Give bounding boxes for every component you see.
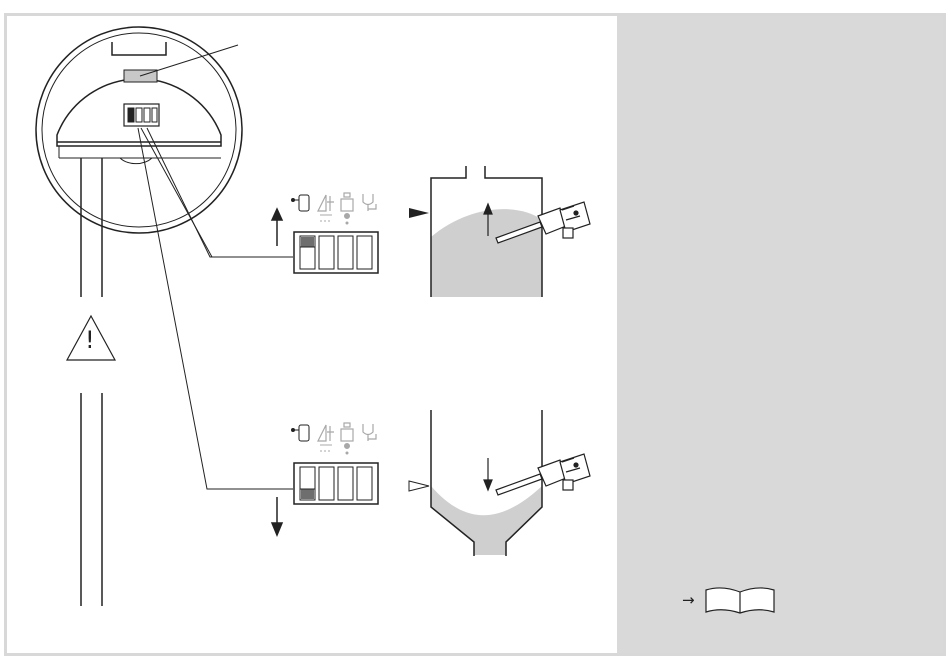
dip-switch-2 <box>319 467 334 500</box>
dip-switch-4 <box>357 236 372 269</box>
dip-switch-2 <box>319 236 334 269</box>
dip-switch-3 <box>338 467 353 500</box>
dip-switch-3 <box>338 236 353 269</box>
manual-book-icon <box>706 588 774 613</box>
reference-arrow: → <box>682 592 695 608</box>
warning-exclamation: ! <box>85 328 95 352</box>
side-panel <box>617 16 943 653</box>
dip-switch-4 <box>357 467 372 500</box>
